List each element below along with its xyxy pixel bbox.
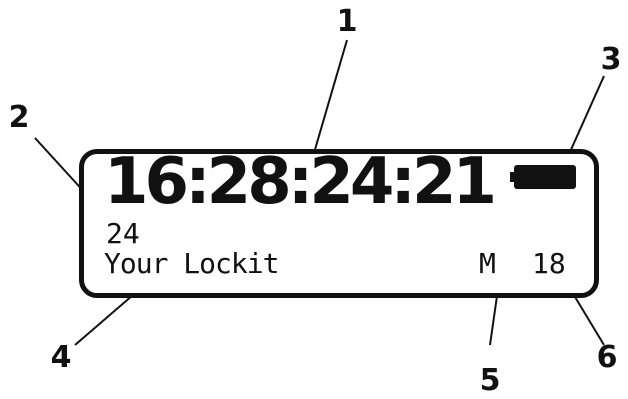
battery-full-icon (510, 165, 576, 189)
framerate-readout: 24 (106, 217, 140, 250)
mode-indicator: M (479, 247, 496, 280)
callout-number-3: 3 (600, 42, 622, 77)
timecode-readout: 16:28:24:21 (104, 145, 497, 219)
callout-number-1: 1 (336, 4, 358, 39)
callout-line-1 (308, 39, 348, 171)
device-name-label: Your Lockit (104, 247, 279, 280)
callout-number-5: 5 (479, 363, 501, 398)
callout-number-4: 4 (50, 340, 72, 375)
callout-number-2: 2 (8, 100, 30, 135)
callout-number-6: 6 (596, 340, 618, 375)
channel-number: 18 (532, 247, 566, 280)
